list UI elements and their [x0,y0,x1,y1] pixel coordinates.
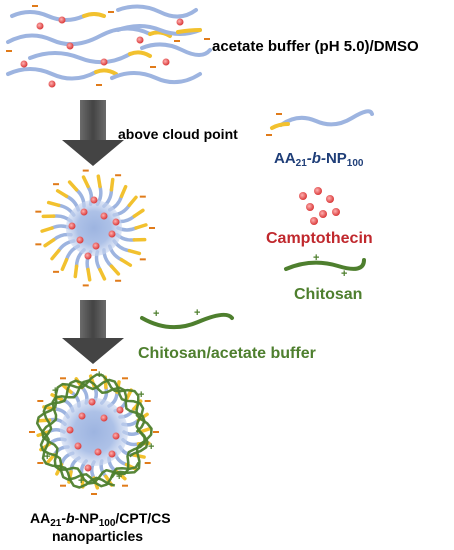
solvent-label: acetate buffer (pH 5.0)/DMSO [212,38,419,55]
legend-chitosan-chain: + + [284,252,366,280]
svg-text:+: + [116,471,122,483]
svg-text:+: + [96,369,102,381]
chitosan-chain-icon: + + [140,307,234,330]
process-arrow-2 [62,300,124,364]
svg-text:+: + [78,475,84,487]
block-marker: -b- [61,510,80,526]
micelle [35,169,155,287]
final-product-label: AA21-b-NP100/CPT/CS [30,510,171,529]
svg-text:+: + [148,441,154,453]
svg-text:+: + [194,307,200,319]
block-marker: -b- [306,150,326,167]
svg-text:+: + [313,252,319,264]
free-polymer-chains [6,4,212,88]
svg-text:+: + [341,268,347,280]
svg-text:+: + [52,385,58,397]
chitosan-buffer-label: Chitosan/acetate buffer [138,345,316,362]
legend-polymer-label: AA21-b-NP100 [274,150,364,169]
cloud-point-label: above cloud point [118,126,238,142]
legend-polymer-chain-icon [266,109,374,136]
final-product-line2: nanoparticles [52,528,144,544]
svg-text:+: + [44,451,50,463]
legend-camptothecin-dots [299,187,340,225]
process-arrow-1 [62,100,124,166]
chitosan-label: Chitosan [294,286,363,303]
camptothecin-label: Camptothecin [266,230,373,247]
coated-nanoparticle: + + + + + + + [29,369,159,495]
svg-text:+: + [138,389,144,401]
svg-text:+: + [153,308,159,320]
